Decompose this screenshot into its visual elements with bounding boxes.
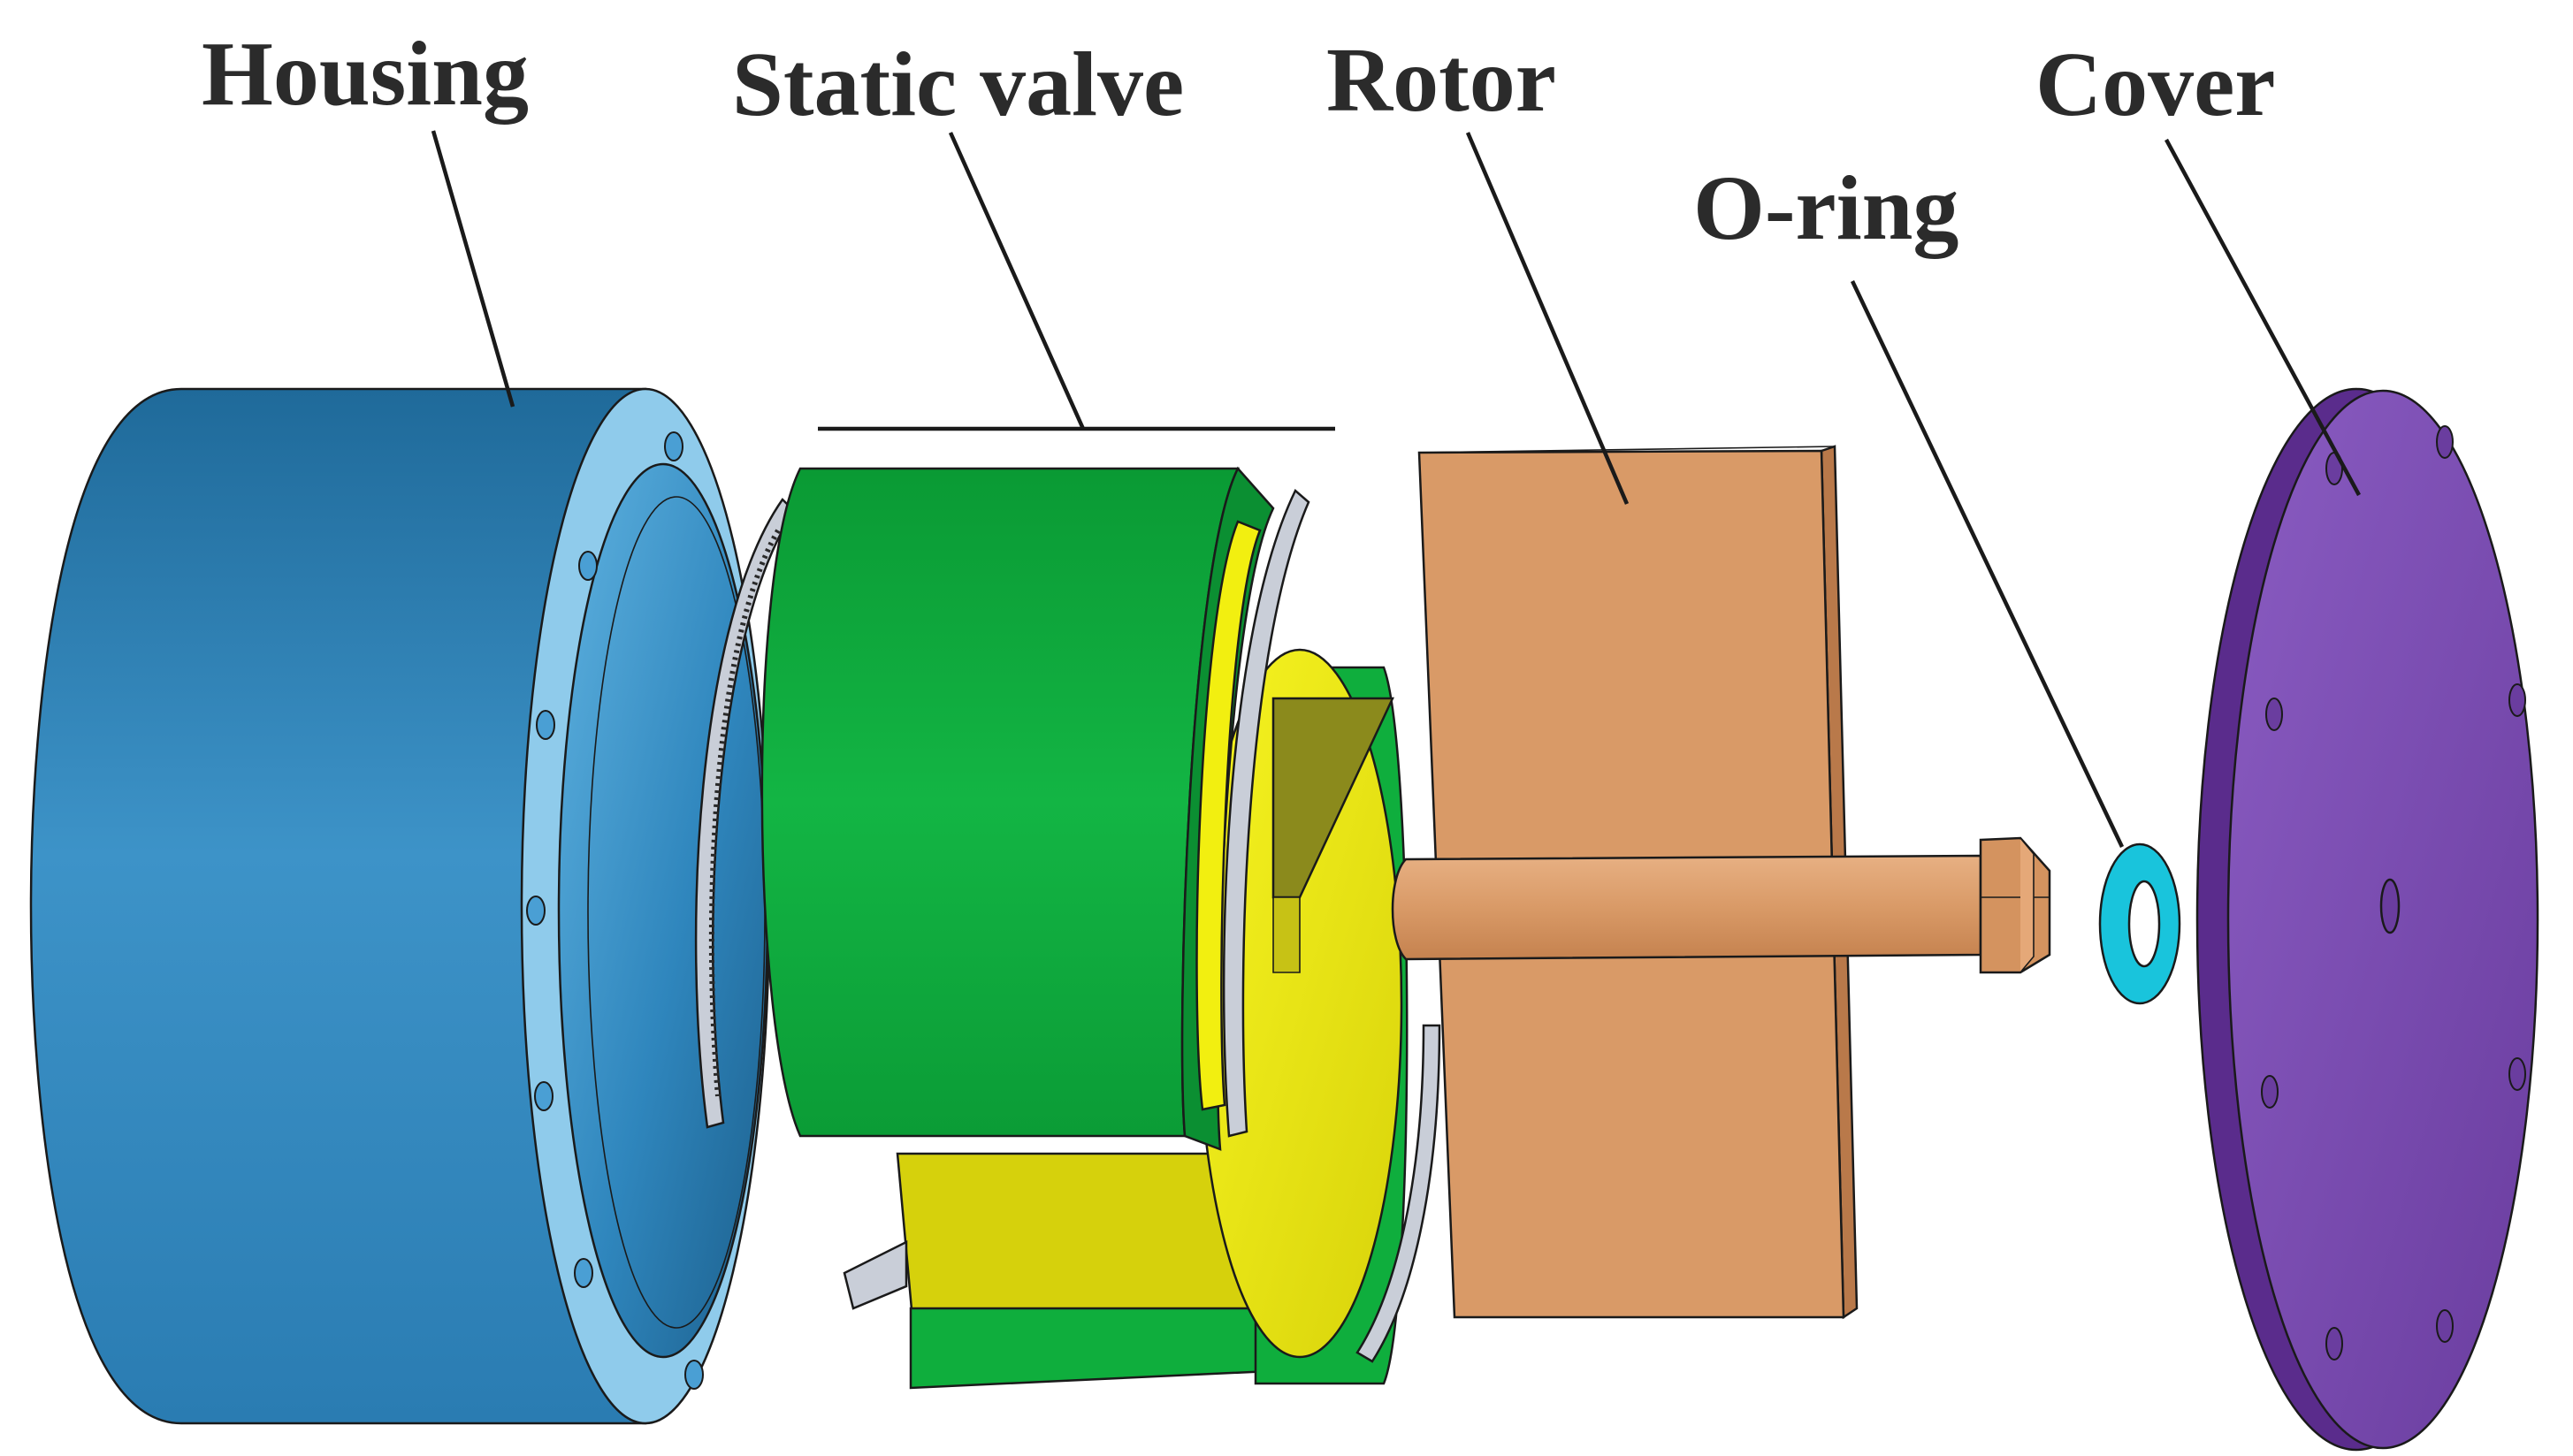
rotor-hex-face bbox=[2019, 837, 2035, 973]
cover-leader-line bbox=[2165, 138, 2361, 497]
housing-bolt-hole bbox=[534, 1081, 554, 1111]
static-valve-part bbox=[760, 466, 1441, 1390]
housing-bolt-hole bbox=[574, 1258, 593, 1288]
cover-part bbox=[2195, 387, 2539, 1452]
seal-arc-lower bbox=[1355, 1024, 1441, 1363]
housing-bolt-hole bbox=[664, 431, 683, 461]
valve-green-arc-segment bbox=[760, 467, 1241, 1138]
label-cover: Cover bbox=[2035, 34, 2275, 135]
housing-part bbox=[29, 387, 771, 1425]
label-o-ring: O-ring bbox=[1693, 157, 1958, 259]
housing-bolt-hole bbox=[526, 896, 546, 926]
housing-inner-bore bbox=[557, 462, 769, 1359]
valve-olive-wedge bbox=[1272, 896, 1301, 973]
label-static-valve: Static valve bbox=[732, 34, 1184, 135]
housing-leader-line bbox=[431, 130, 515, 408]
cover-bolt-hole bbox=[2325, 1327, 2343, 1361]
rotor-part bbox=[1391, 445, 2051, 1320]
cover-bolt-hole bbox=[2436, 425, 2454, 459]
housing-bolt-hole bbox=[684, 1360, 704, 1390]
cover-bolt-hole bbox=[2508, 1057, 2526, 1091]
label-housing: Housing bbox=[202, 23, 529, 125]
cover-center-hole bbox=[2379, 878, 2401, 934]
cover-bolt-hole bbox=[2261, 1075, 2279, 1109]
seal-arc-valve bbox=[1222, 488, 1310, 1138]
cover-bolt-hole bbox=[2508, 683, 2526, 717]
cover-bolt-hole bbox=[2436, 1309, 2454, 1343]
o-ring-leader-line bbox=[1850, 280, 2125, 848]
rotor-plate-top-edge bbox=[1418, 446, 1836, 454]
housing-bolt-hole bbox=[536, 710, 555, 740]
o-ring-part bbox=[2098, 842, 2181, 1005]
housing-bolt-hole bbox=[578, 551, 598, 581]
seal-tab-bottom-left bbox=[843, 1239, 908, 1310]
rotor-hex-nut bbox=[1979, 836, 2051, 974]
housing-body bbox=[29, 387, 647, 1425]
valve-yellow-rim bbox=[1195, 520, 1262, 1111]
label-rotor: Rotor bbox=[1326, 29, 1556, 131]
cover-bolt-hole bbox=[2265, 698, 2283, 731]
rotor-shaft bbox=[1391, 854, 1982, 961]
rotor-leader-line bbox=[1465, 132, 1630, 505]
housing-bolt-holes bbox=[526, 431, 704, 1390]
o-ring-hole bbox=[2127, 880, 2161, 968]
static-valve-leader-line bbox=[948, 132, 1086, 430]
